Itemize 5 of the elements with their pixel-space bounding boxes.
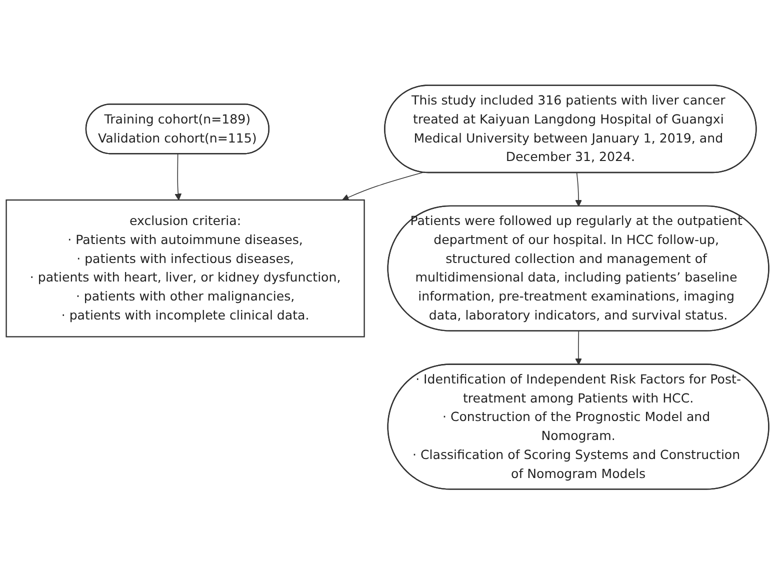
arrow (575, 331, 582, 366)
node-box: exclusion criteria: · Patients with autoimmune diseases, · patients with infectious diseases, · patients with heart, liver, or kidney dysfunction, · patients with other malignancies, · patients with incomplete clinical data. (6, 200, 365, 338)
arrow (174, 154, 182, 201)
arrow (575, 172, 582, 207)
arrow (342, 172, 424, 201)
